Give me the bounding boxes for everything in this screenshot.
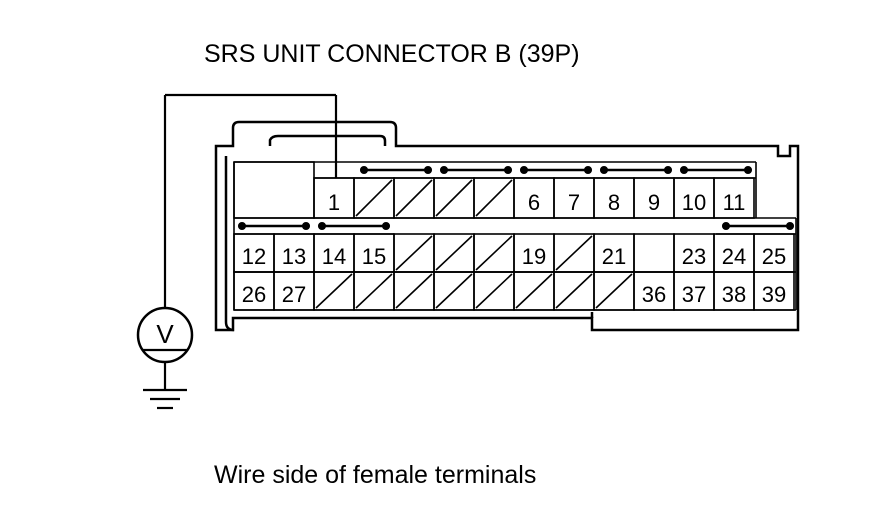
connector-lock-tab [268, 134, 387, 146]
terminal-number: 24 [722, 244, 746, 269]
empty-cavity-slash [395, 273, 433, 309]
terminal-number: 26 [242, 282, 266, 307]
empty-cavity-slash [555, 235, 593, 271]
terminal-cavity [753, 271, 795, 311]
empty-cavity-slash [555, 273, 593, 309]
terminal-number: 25 [762, 244, 786, 269]
terminal-number: 9 [648, 190, 660, 215]
empty-cavity-slash [435, 273, 473, 309]
meter-symbol: V [156, 319, 174, 349]
terminal-number: 8 [608, 190, 620, 215]
short-bars [237, 165, 795, 231]
terminal-cavity [633, 233, 675, 273]
empty-cavity-slash [435, 179, 473, 217]
terminal-number: 11 [723, 190, 746, 215]
terminal-number: 27 [282, 282, 306, 307]
diagram-caption: Wire side of female terminals [214, 461, 537, 489]
voltmeter-icon: V [136, 306, 194, 364]
diagram-title: SRS UNIT CONNECTOR B (39P) [204, 40, 580, 68]
terminal-number: 19 [522, 244, 546, 269]
empty-cavity-slash [515, 273, 553, 309]
empty-cavity-slash [475, 179, 513, 217]
connector-housing [214, 120, 800, 332]
terminal-number: 37 [682, 282, 706, 307]
empty-cavity-slash [435, 235, 473, 271]
terminal-number: 6 [528, 190, 540, 215]
empty-cavity-slash [395, 179, 433, 217]
empty-cavity-slash [595, 273, 633, 309]
empty-cavity-slash [315, 273, 353, 309]
terminal-number: 15 [362, 244, 386, 269]
terminal-number: 13 [282, 244, 306, 269]
terminal-number: 39 [762, 282, 786, 307]
empty-cavity-slash [355, 179, 393, 217]
terminal-number: 1 [328, 190, 340, 215]
ground-icon [143, 362, 187, 410]
terminal-grid [233, 161, 797, 311]
terminal-number: 14 [322, 244, 346, 269]
empty-cavity-slash [475, 235, 513, 271]
terminal-number: 21 [602, 244, 626, 269]
terminal-cavity [713, 177, 755, 219]
probe-wire [163, 93, 338, 310]
empty-cavity-slash [475, 273, 513, 309]
terminal-number: 36 [642, 282, 666, 307]
terminal-number: 38 [722, 282, 746, 307]
empty-cavity-slash [395, 235, 433, 271]
terminal-number: 7 [568, 190, 580, 215]
terminal-number: 10 [682, 190, 706, 215]
blank-block [233, 161, 315, 219]
terminal-number: 23 [682, 244, 706, 269]
terminal-number: 12 [242, 244, 266, 269]
empty-cavity-slash [355, 273, 393, 309]
